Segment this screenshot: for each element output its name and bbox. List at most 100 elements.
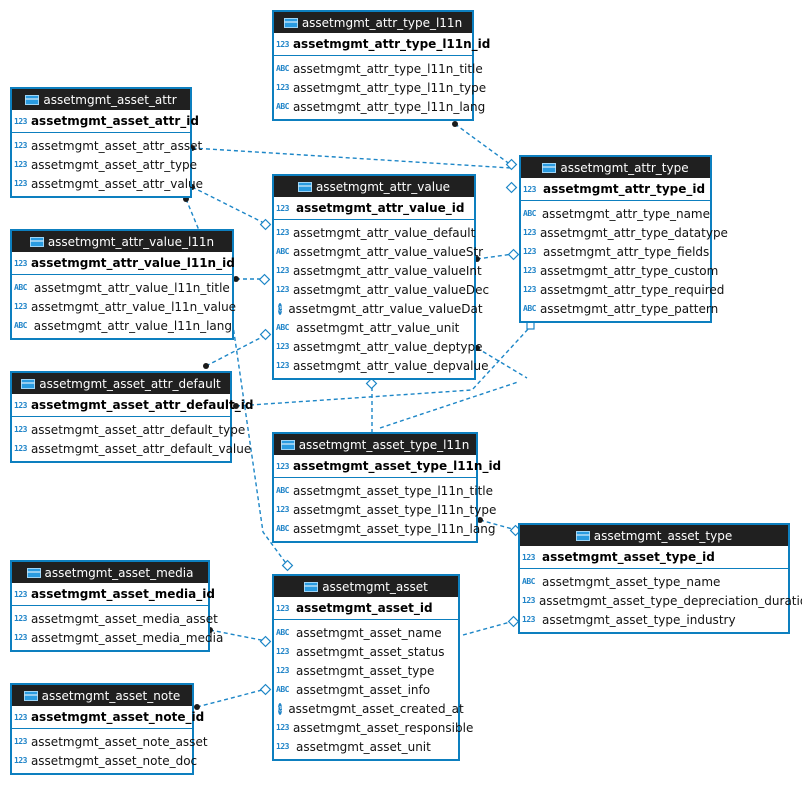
column-name: assetmgmt_asset_media_id [30, 587, 215, 601]
entity-asset-type[interactable]: assetmgmt_asset_type 123 assetmgmt_asset… [518, 523, 802, 634]
entity-header[interactable]: assetmgmt_asset [274, 576, 458, 597]
primary-key-row[interactable]: 123 assetmgmt_asset_type_id [520, 546, 788, 569]
primary-key-row[interactable]: 123 assetmgmt_asset_type_l11n_id [274, 455, 501, 478]
entity-title: assetmgmt_attr_type_l11n [301, 15, 463, 30]
column-name: assetmgmt_attr_value_id [296, 201, 465, 215]
entity-header[interactable]: assetmgmt_asset_note [12, 685, 192, 706]
primary-key-icon: 123 [276, 203, 289, 213]
entity-asset-attr[interactable]: assetmgmt_asset_attr 123 assetmgmt_asset… [10, 87, 203, 198]
foreign-key-number-icon: 123 [14, 179, 27, 188]
entity-header[interactable]: assetmgmt_asset_type [520, 525, 788, 546]
primary-key-row[interactable]: 123 assetmgmt_attr_type_l11n_id [274, 33, 490, 56]
foreign-key-number-icon: 123 [14, 633, 27, 642]
column-row[interactable]: ◷assetmgmt_attr_value_valueDat [274, 299, 483, 318]
entity-attr-value[interactable]: assetmgmt_attr_value 123 assetmgmt_attr_… [272, 174, 489, 380]
number-type-icon: 123 [276, 228, 289, 237]
entity-header[interactable]: assetmgmt_asset_media [12, 562, 208, 583]
primary-key-row[interactable]: 123 assetmgmt_asset_id [274, 597, 458, 620]
entity-asset-note[interactable]: assetmgmt_asset_note 123 assetmgmt_asset… [10, 683, 208, 775]
entity-header[interactable]: assetmgmt_asset_attr [12, 89, 190, 110]
entity-header[interactable]: assetmgmt_attr_value [274, 176, 474, 197]
entity-title: assetmgmt_asset_note [41, 688, 181, 703]
entity-attr-value-l11n[interactable]: assetmgmt_attr_value_l11n 123 assetmgmt_… [10, 229, 236, 340]
entity-asset-media[interactable]: assetmgmt_asset_media 123 assetmgmt_asse… [10, 560, 223, 652]
number-type-icon: 123 [523, 247, 536, 256]
column-name: assetmgmt_asset_note_id [30, 710, 205, 724]
text-type-icon: ABC [276, 64, 289, 73]
primary-key-row[interactable]: 123 assetmgmt_attr_value_l11n_id [12, 252, 235, 275]
primary-key-row[interactable]: 123 assetmgmt_attr_type_id [521, 178, 710, 201]
column-name: assetmgmt_attr_value_l11n_lang [33, 318, 232, 333]
column-name: assetmgmt_attr_type_l11n_lang [292, 99, 486, 114]
column-row[interactable]: ◷assetmgmt_asset_created_at [274, 699, 464, 718]
link-attr-type-l11n-to-attr-type [454, 123, 512, 166]
foreign-key-text-icon: ABC [14, 321, 27, 330]
primary-key-row[interactable]: 123 assetmgmt_asset_attr_id [12, 110, 199, 133]
column-row[interactable]: ABC assetmgmt_attr_value_l11n_lang [12, 316, 232, 335]
number-type-icon: 123 [523, 228, 536, 237]
entity-header[interactable]: assetmgmt_attr_type [521, 157, 710, 178]
column-name: assetmgmt_asset_attr_value [30, 176, 204, 191]
primary-key-row[interactable]: 123 assetmgmt_asset_media_id [12, 583, 215, 606]
foreign-key-number-icon: 123 [14, 614, 27, 623]
primary-key-row[interactable]: 123 assetmgmt_asset_note_id [12, 706, 204, 729]
column-name: assetmgmt_attr_value_valueStr [292, 244, 484, 259]
entity-asset-attr-default[interactable]: assetmgmt_asset_attr_default 123 assetmg… [10, 371, 253, 463]
primary-key-row[interactable]: 123 assetmgmt_attr_value_id [274, 197, 474, 220]
text-type-icon: ABC [522, 577, 535, 586]
entity-header[interactable]: assetmgmt_attr_type_l11n [274, 12, 472, 33]
entity-attr-type-l11n[interactable]: assetmgmt_attr_type_l11n 123 assetmgmt_a… [272, 10, 490, 121]
entity-asset[interactable]: assetmgmt_asset 123 assetmgmt_asset_id A… [272, 574, 473, 761]
primary-key-row[interactable]: 123 assetmgmt_asset_attr_default_id [12, 394, 253, 417]
column-name: assetmgmt_attr_type_l11n_id [292, 37, 491, 51]
column-name: assetmgmt_asset_created_at [288, 701, 464, 716]
column-name: assetmgmt_attr_value_valueDat [288, 301, 483, 316]
number-type-icon: 123 [276, 647, 289, 656]
entity-asset-type-l11n[interactable]: assetmgmt_asset_type_l11n 123 assetmgmt_… [272, 432, 501, 543]
entity-header[interactable]: assetmgmt_asset_attr_default [12, 373, 230, 394]
entity-header[interactable]: assetmgmt_attr_value_l11n [12, 231, 232, 252]
entity-attr-type[interactable]: assetmgmt_attr_type 123 assetmgmt_attr_t… [519, 155, 728, 323]
column-name: assetmgmt_asset_attr_id [30, 114, 199, 128]
entity-header[interactable]: assetmgmt_asset_type_l11n [274, 434, 476, 455]
